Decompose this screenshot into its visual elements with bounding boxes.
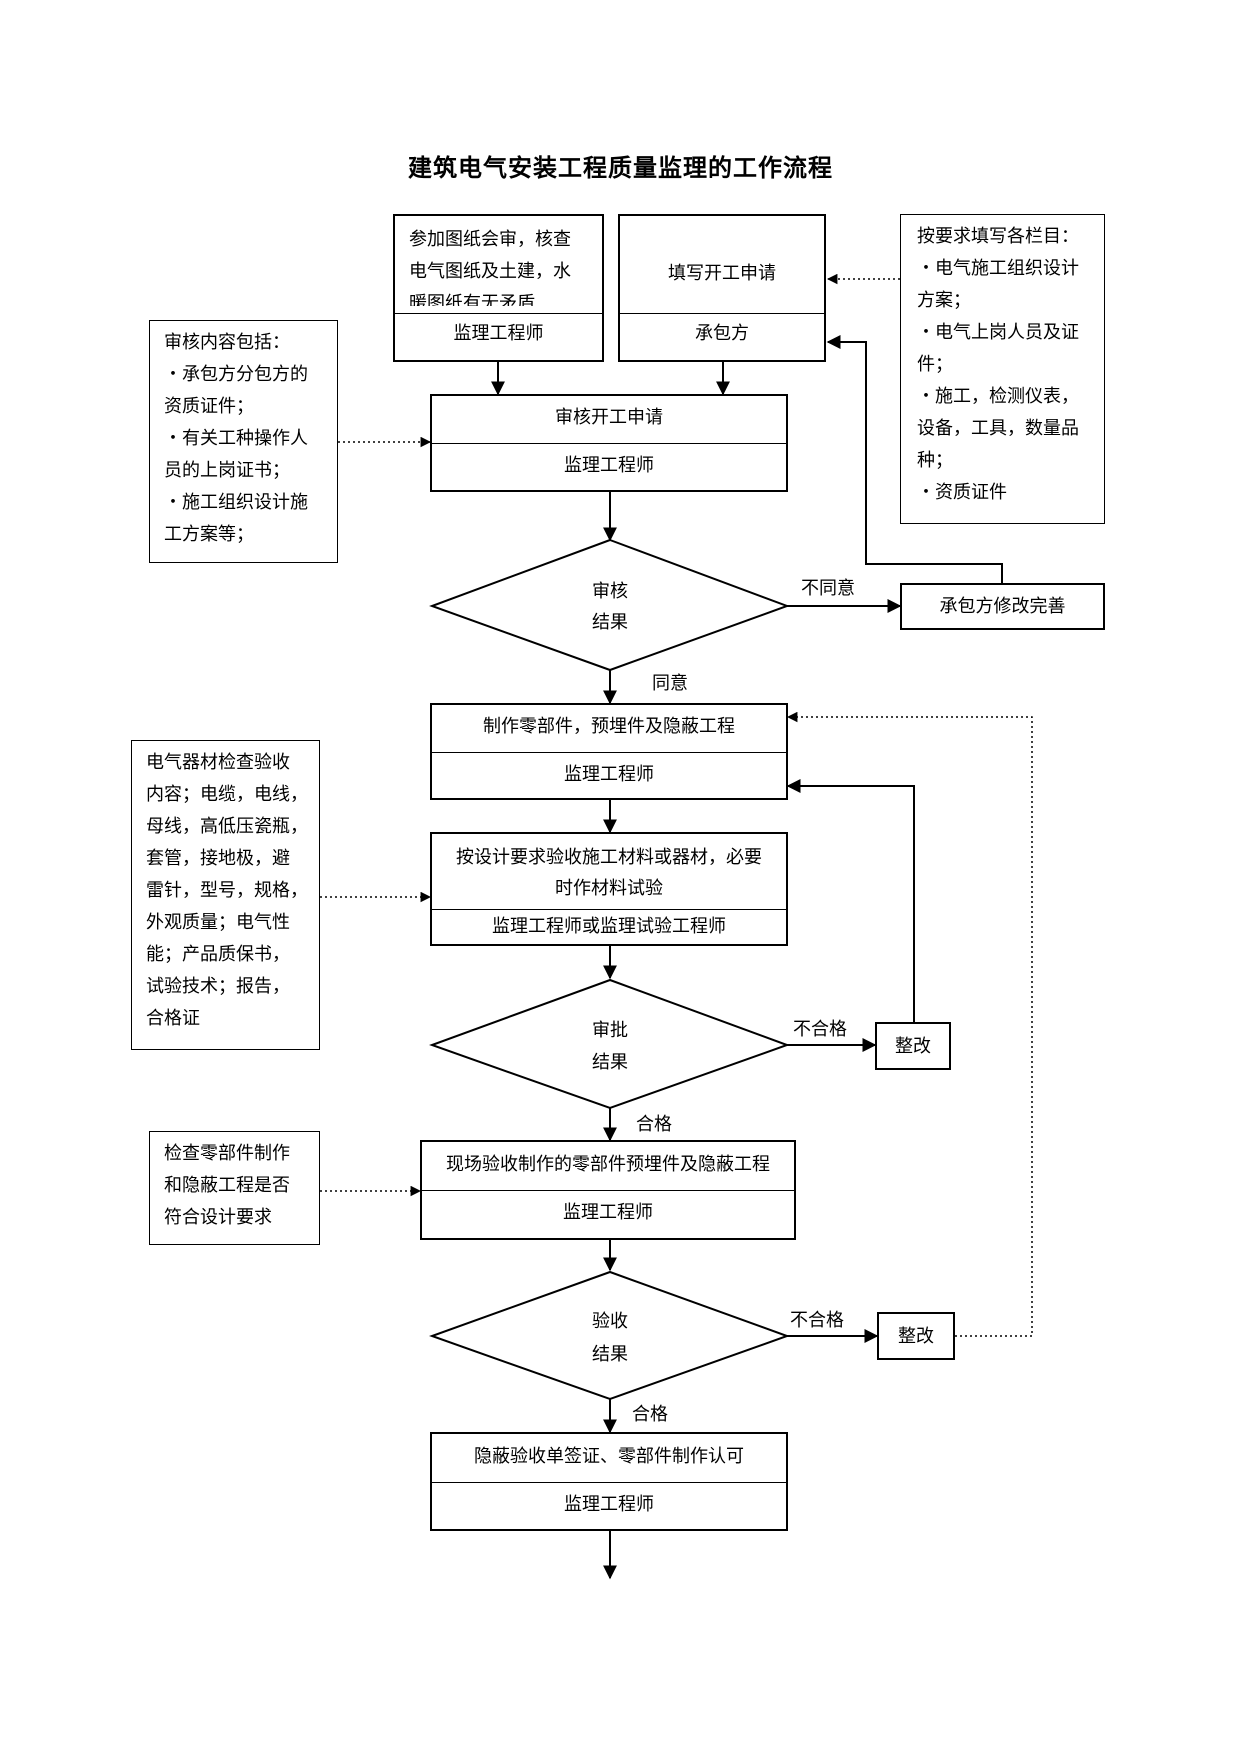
edge-label-agree: 同意 — [652, 673, 688, 694]
arrow-rectify1-to-parts — [786, 779, 915, 1022]
site-acceptance-text: 现场验收制作的零部件预埋件及隐蔽工程 — [446, 1154, 770, 1175]
equipment-check-note: 电气器材检查验收 内容；电缆，电线， 母线，高低压瓷瓶， 套管，接地极，避 雷针… — [131, 740, 320, 1050]
divider — [432, 752, 786, 753]
page-title: 建筑电气安装工程质量监理的工作流程 — [408, 153, 833, 182]
note-line: 内容；电缆，电线， — [146, 784, 308, 805]
divider — [432, 443, 786, 444]
start-application-text: 填写开工申请 — [668, 263, 776, 284]
signoff-text: 隐蔽验收单签证、零部件制作认可 — [474, 1446, 744, 1467]
note-line: 种； — [917, 450, 953, 471]
note-line: 合格证 — [146, 1008, 200, 1029]
divider — [432, 1482, 786, 1483]
divider — [395, 313, 602, 314]
start-application-role: 承包方 — [695, 323, 749, 344]
acceptance-result-diamond — [429, 1270, 790, 1401]
note-line: 件； — [917, 354, 953, 375]
drawing-review-line: 暖图纸有无矛盾 — [409, 293, 535, 306]
divider — [432, 909, 786, 910]
make-parts-box: 制作零部件，预埋件及隐蔽工程 监理工程师 — [430, 703, 788, 800]
note-line: 外观质量；电气性 — [146, 912, 290, 933]
rectify-2-box: 整改 — [877, 1312, 955, 1360]
approval-result-line1: 审批 — [592, 1020, 628, 1041]
drawing-review-role: 监理工程师 — [453, 323, 544, 344]
rectify-2-text: 整改 — [898, 1326, 934, 1347]
drawing-review-line: 电气图纸及土建，水 — [409, 261, 571, 282]
note-line: 试验技术；报告， — [146, 976, 290, 997]
review-result-line2: 结果 — [592, 612, 628, 633]
note-line: ・有关工种操作人 — [164, 428, 308, 449]
signoff-role: 监理工程师 — [564, 1494, 654, 1515]
drawing-review-box: 参加图纸会审，核查 电气图纸及土建，水 暖图纸有无矛盾 监理工程师 — [393, 214, 604, 362]
signoff-box: 隐蔽验收单签证、零部件制作认可 监理工程师 — [430, 1432, 788, 1531]
note-line: 按要求填写各栏目： — [917, 226, 1079, 247]
note-line: ・施工组织设计施 — [164, 492, 308, 513]
note-line: ・电气上岗人员及证 — [917, 322, 1079, 343]
review-application-box: 审核开工申请 监理工程师 — [430, 394, 788, 492]
parts-check-note: 检查零部件制作 和隐蔽工程是否 符合设计要求 — [149, 1131, 320, 1245]
material-acceptance-role: 监理工程师或监理试验工程师 — [492, 916, 726, 937]
review-application-text: 审核开工申请 — [555, 407, 663, 428]
note-line: 雷针，型号，规格， — [146, 880, 308, 901]
dotted-rectify2-to-parts — [786, 711, 1033, 1337]
material-acceptance-line1: 按设计要求验收施工材料或器材，必要 — [456, 847, 762, 868]
material-acceptance-box: 按设计要求验收施工材料或器材，必要 时作材料试验 监理工程师或监理试验工程师 — [430, 832, 788, 946]
edge-label-fail-1: 不合格 — [793, 1019, 847, 1040]
drawing-review-text: 参加图纸会审，核查 电气图纸及土建，水 暖图纸有无矛盾 — [409, 224, 571, 306]
site-acceptance-box: 现场验收制作的零部件预埋件及隐蔽工程 监理工程师 — [420, 1140, 796, 1240]
note-line: 符合设计要求 — [164, 1207, 272, 1228]
divider — [422, 1190, 794, 1191]
rectify-1-text: 整改 — [895, 1036, 931, 1057]
note-line: 工方案等； — [164, 524, 254, 545]
note-line: 员的上岗证书； — [164, 460, 290, 481]
note-line: 套管，接地极，避 — [146, 848, 290, 869]
contractor-revise-box: 承包方修改完善 — [900, 583, 1105, 630]
arrow-revise-to-application — [826, 335, 1003, 583]
drawing-review-line: 参加图纸会审，核查 — [409, 229, 571, 250]
contractor-revise-text: 承包方修改完善 — [939, 596, 1066, 617]
acceptance-result-line1: 验收 — [592, 1311, 628, 1332]
note-line: 母线，高低压瓷瓶， — [146, 816, 308, 837]
note-line: ・资质证件 — [917, 482, 1007, 503]
note-line: ・施工，检测仪表， — [917, 386, 1079, 407]
make-parts-role: 监理工程师 — [564, 764, 654, 785]
note-line: 电气器材检查验收 — [146, 752, 290, 773]
acceptance-result-line2: 结果 — [592, 1344, 628, 1365]
make-parts-text: 制作零部件，预埋件及隐蔽工程 — [483, 716, 735, 737]
review-result-diamond — [429, 538, 790, 672]
note-line: 和隐蔽工程是否 — [164, 1175, 290, 1196]
edge-label-fail-2: 不合格 — [790, 1310, 844, 1331]
approval-result-diamond — [429, 978, 790, 1110]
site-acceptance-role: 监理工程师 — [563, 1202, 653, 1223]
material-acceptance-line2: 时作材料试验 — [555, 878, 663, 899]
note-line: 资质证件； — [164, 396, 254, 417]
edge-label-pass-1: 合格 — [636, 1114, 672, 1135]
start-application-box: 填写开工申请 承包方 — [618, 214, 826, 362]
review-content-note: 审核内容包括： ・承包方分包方的 资质证件； ・有关工种操作人 员的上岗证书； … — [149, 320, 338, 563]
edge-label-pass-2: 合格 — [632, 1404, 668, 1425]
divider — [620, 313, 824, 314]
approval-result-line2: 结果 — [592, 1052, 628, 1073]
note-line: 检查零部件制作 — [164, 1143, 290, 1164]
edge-label-disagree: 不同意 — [801, 578, 855, 599]
note-line: ・承包方分包方的 — [164, 364, 308, 385]
note-line: 能；产品质保书， — [146, 944, 290, 965]
note-line: ・电气施工组织设计 — [917, 258, 1079, 279]
note-line: 设备，工具，数量品 — [917, 418, 1079, 439]
fill-items-note: 按要求填写各栏目： ・电气施工组织设计 方案； ・电气上岗人员及证 件； ・施工… — [900, 214, 1105, 524]
review-application-role: 监理工程师 — [564, 455, 654, 476]
note-line: 方案； — [917, 290, 971, 311]
review-result-line1: 审核 — [592, 581, 628, 602]
rectify-1-box: 整改 — [875, 1022, 951, 1070]
note-line: 审核内容包括： — [164, 332, 290, 353]
